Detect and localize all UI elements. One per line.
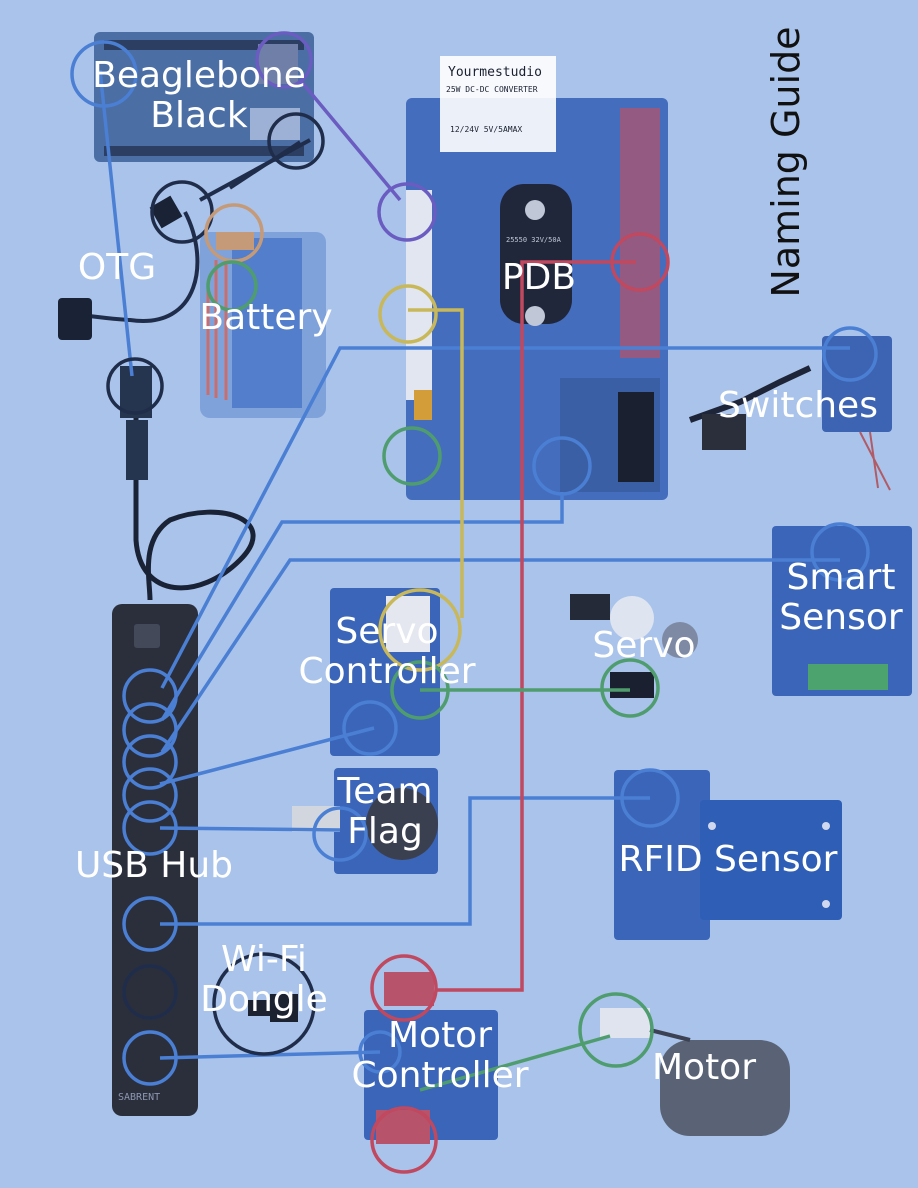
label-rfid-sensor: RFID Sensor [618, 839, 838, 880]
line-motor-signal [419, 1034, 611, 1092]
label-pdb: PDB [501, 257, 577, 298]
converter-desc-text: 25W DC-DC CONVERTER [446, 85, 538, 94]
line-power [436, 260, 636, 992]
line-usb-smart [160, 558, 840, 753]
label-servo: Servo [592, 625, 696, 666]
page-title: Naming Guide [764, 26, 808, 298]
label-switches: Switches [718, 385, 878, 426]
servo-controller-board [330, 588, 440, 756]
line-usb-pdb [160, 492, 564, 721]
connection-lines [98, 69, 850, 1092]
line-usb-bbb [98, 69, 134, 377]
line-usb-rfid [160, 796, 650, 926]
wifi-dongle-photo [248, 994, 298, 1022]
fuse-label-text: 25550 32V/50A [506, 236, 562, 244]
smart-sensor-board [772, 526, 912, 696]
label-usb-hub: USB Hub [74, 845, 234, 886]
rfid-sensor-board [614, 770, 842, 940]
line-usb-switches [160, 346, 850, 689]
converter-brand-text: Yourmestudio [448, 65, 542, 80]
battery-pack [200, 232, 326, 418]
line-usb-servoctl [159, 726, 375, 786]
motor-photo [600, 1008, 790, 1136]
hub-brand-text: SABRENT [118, 1092, 160, 1103]
label-battery: Battery [199, 297, 333, 338]
usb-cable [120, 366, 256, 601]
line-otg [229, 140, 301, 190]
line-servo-power [408, 308, 464, 618]
pdb-board [406, 56, 668, 500]
servo-photo [570, 594, 698, 698]
team-flag-board [292, 768, 438, 874]
label-motor: Motor [651, 1047, 757, 1088]
converter-io-text: 12/24V 5V/5AMAX [450, 125, 522, 134]
line-usb-flag [159, 826, 341, 832]
part-printed-text: Yourmestudio 25W DC-DC CONVERTER 12/24V … [118, 65, 562, 1103]
label-otg: OTG [77, 247, 157, 288]
connector-circles [70, 31, 878, 1174]
line-serial [298, 78, 402, 202]
